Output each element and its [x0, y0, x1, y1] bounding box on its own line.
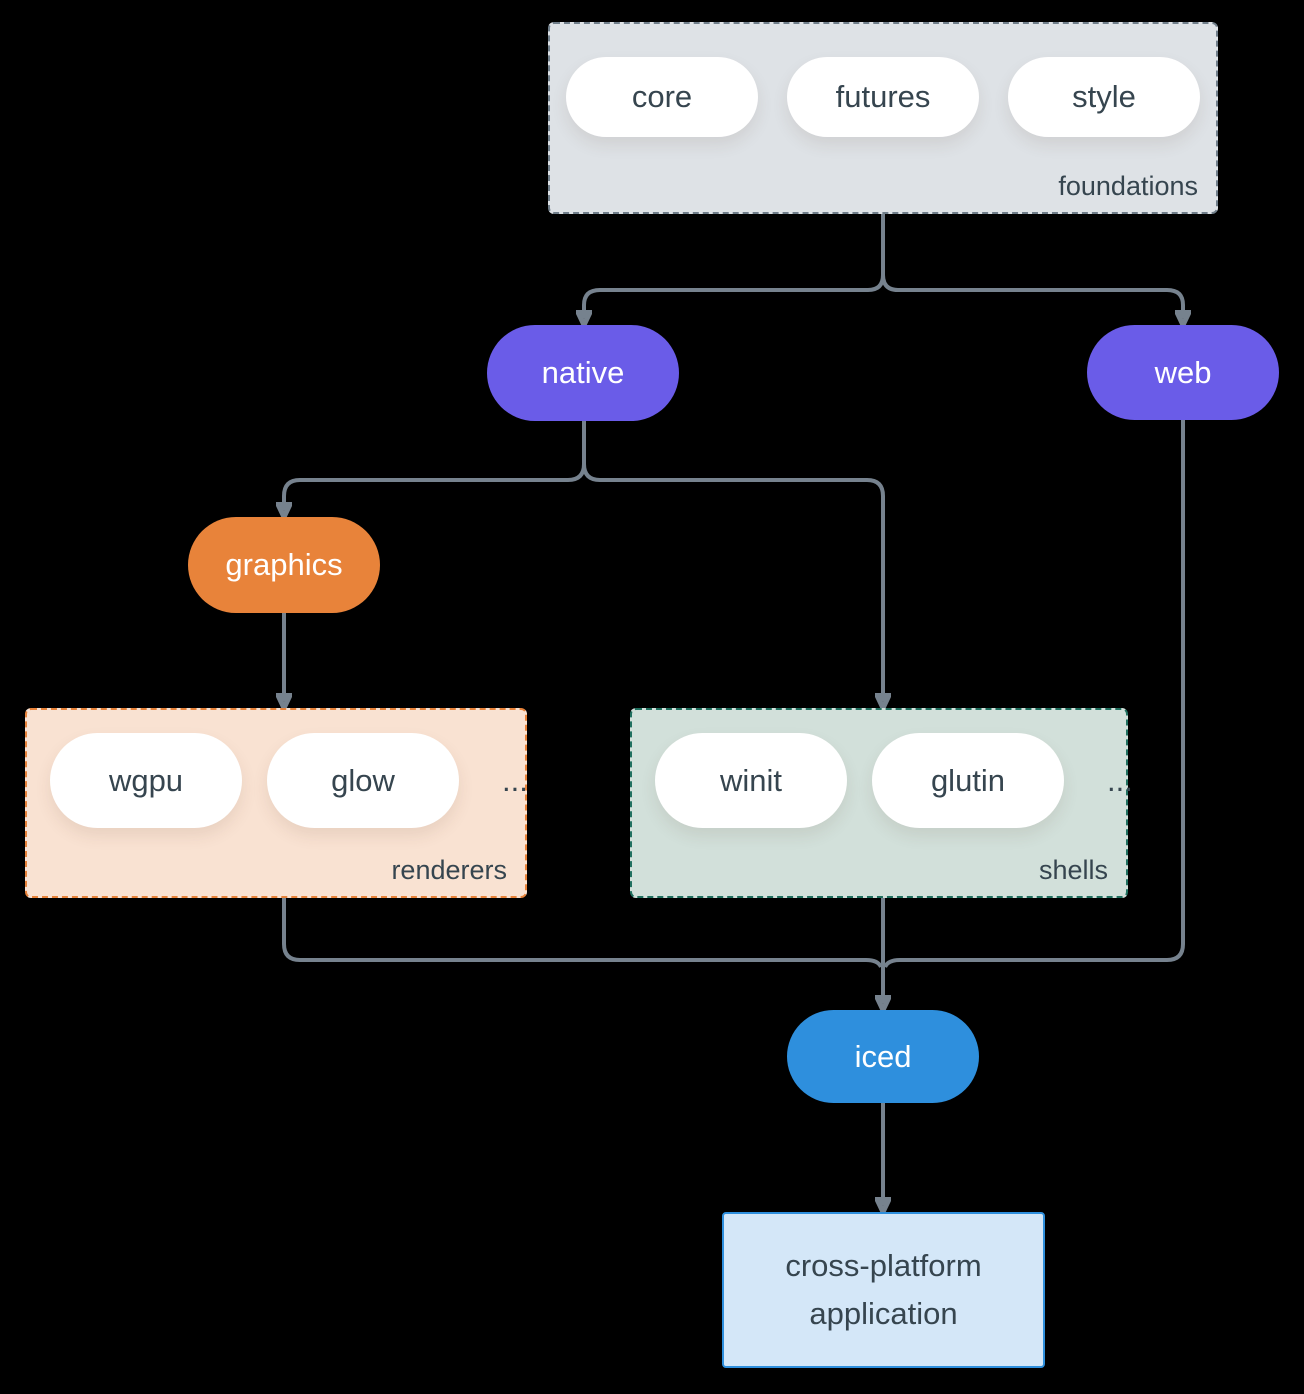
group-shells: winit glutin ... shells — [630, 708, 1133, 898]
edge-native-to-graphics — [284, 463, 586, 510]
node-web: web — [1087, 325, 1279, 420]
group-foundations: core futures style foundations — [548, 22, 1218, 214]
node-glutin: glutin — [872, 733, 1064, 828]
edge-native-to-shells — [582, 463, 883, 701]
edge-renderers-to-merge — [282, 898, 883, 968]
node-native: native — [487, 325, 679, 421]
node-winit: winit — [655, 733, 847, 828]
group-label-renderers: renderers — [391, 855, 507, 885]
group-label-foundations: foundations — [1058, 171, 1198, 201]
edge-foundations-to-native — [584, 274, 885, 318]
renderers-ellipsis: ... — [502, 762, 528, 798]
shells-ellipsis: ... — [1107, 762, 1133, 798]
edge-foundations-to-web — [881, 274, 1183, 318]
node-wgpu: wgpu — [50, 733, 242, 828]
edge-web-to-merge — [883, 420, 1185, 968]
shells-pills: winit glutin ... — [632, 710, 1133, 828]
renderers-pills: wgpu glow ... — [27, 710, 528, 828]
node-core: core — [566, 57, 758, 137]
node-cross-platform-application: cross-platform application — [722, 1212, 1045, 1368]
node-style: style — [1008, 57, 1200, 137]
group-label-shells: shells — [1038, 855, 1108, 885]
node-futures: futures — [787, 57, 979, 137]
node-glow: glow — [267, 733, 459, 828]
group-renderers: wgpu glow ... renderers — [25, 708, 528, 898]
node-iced: iced — [787, 1010, 979, 1103]
node-graphics: graphics — [188, 517, 380, 613]
